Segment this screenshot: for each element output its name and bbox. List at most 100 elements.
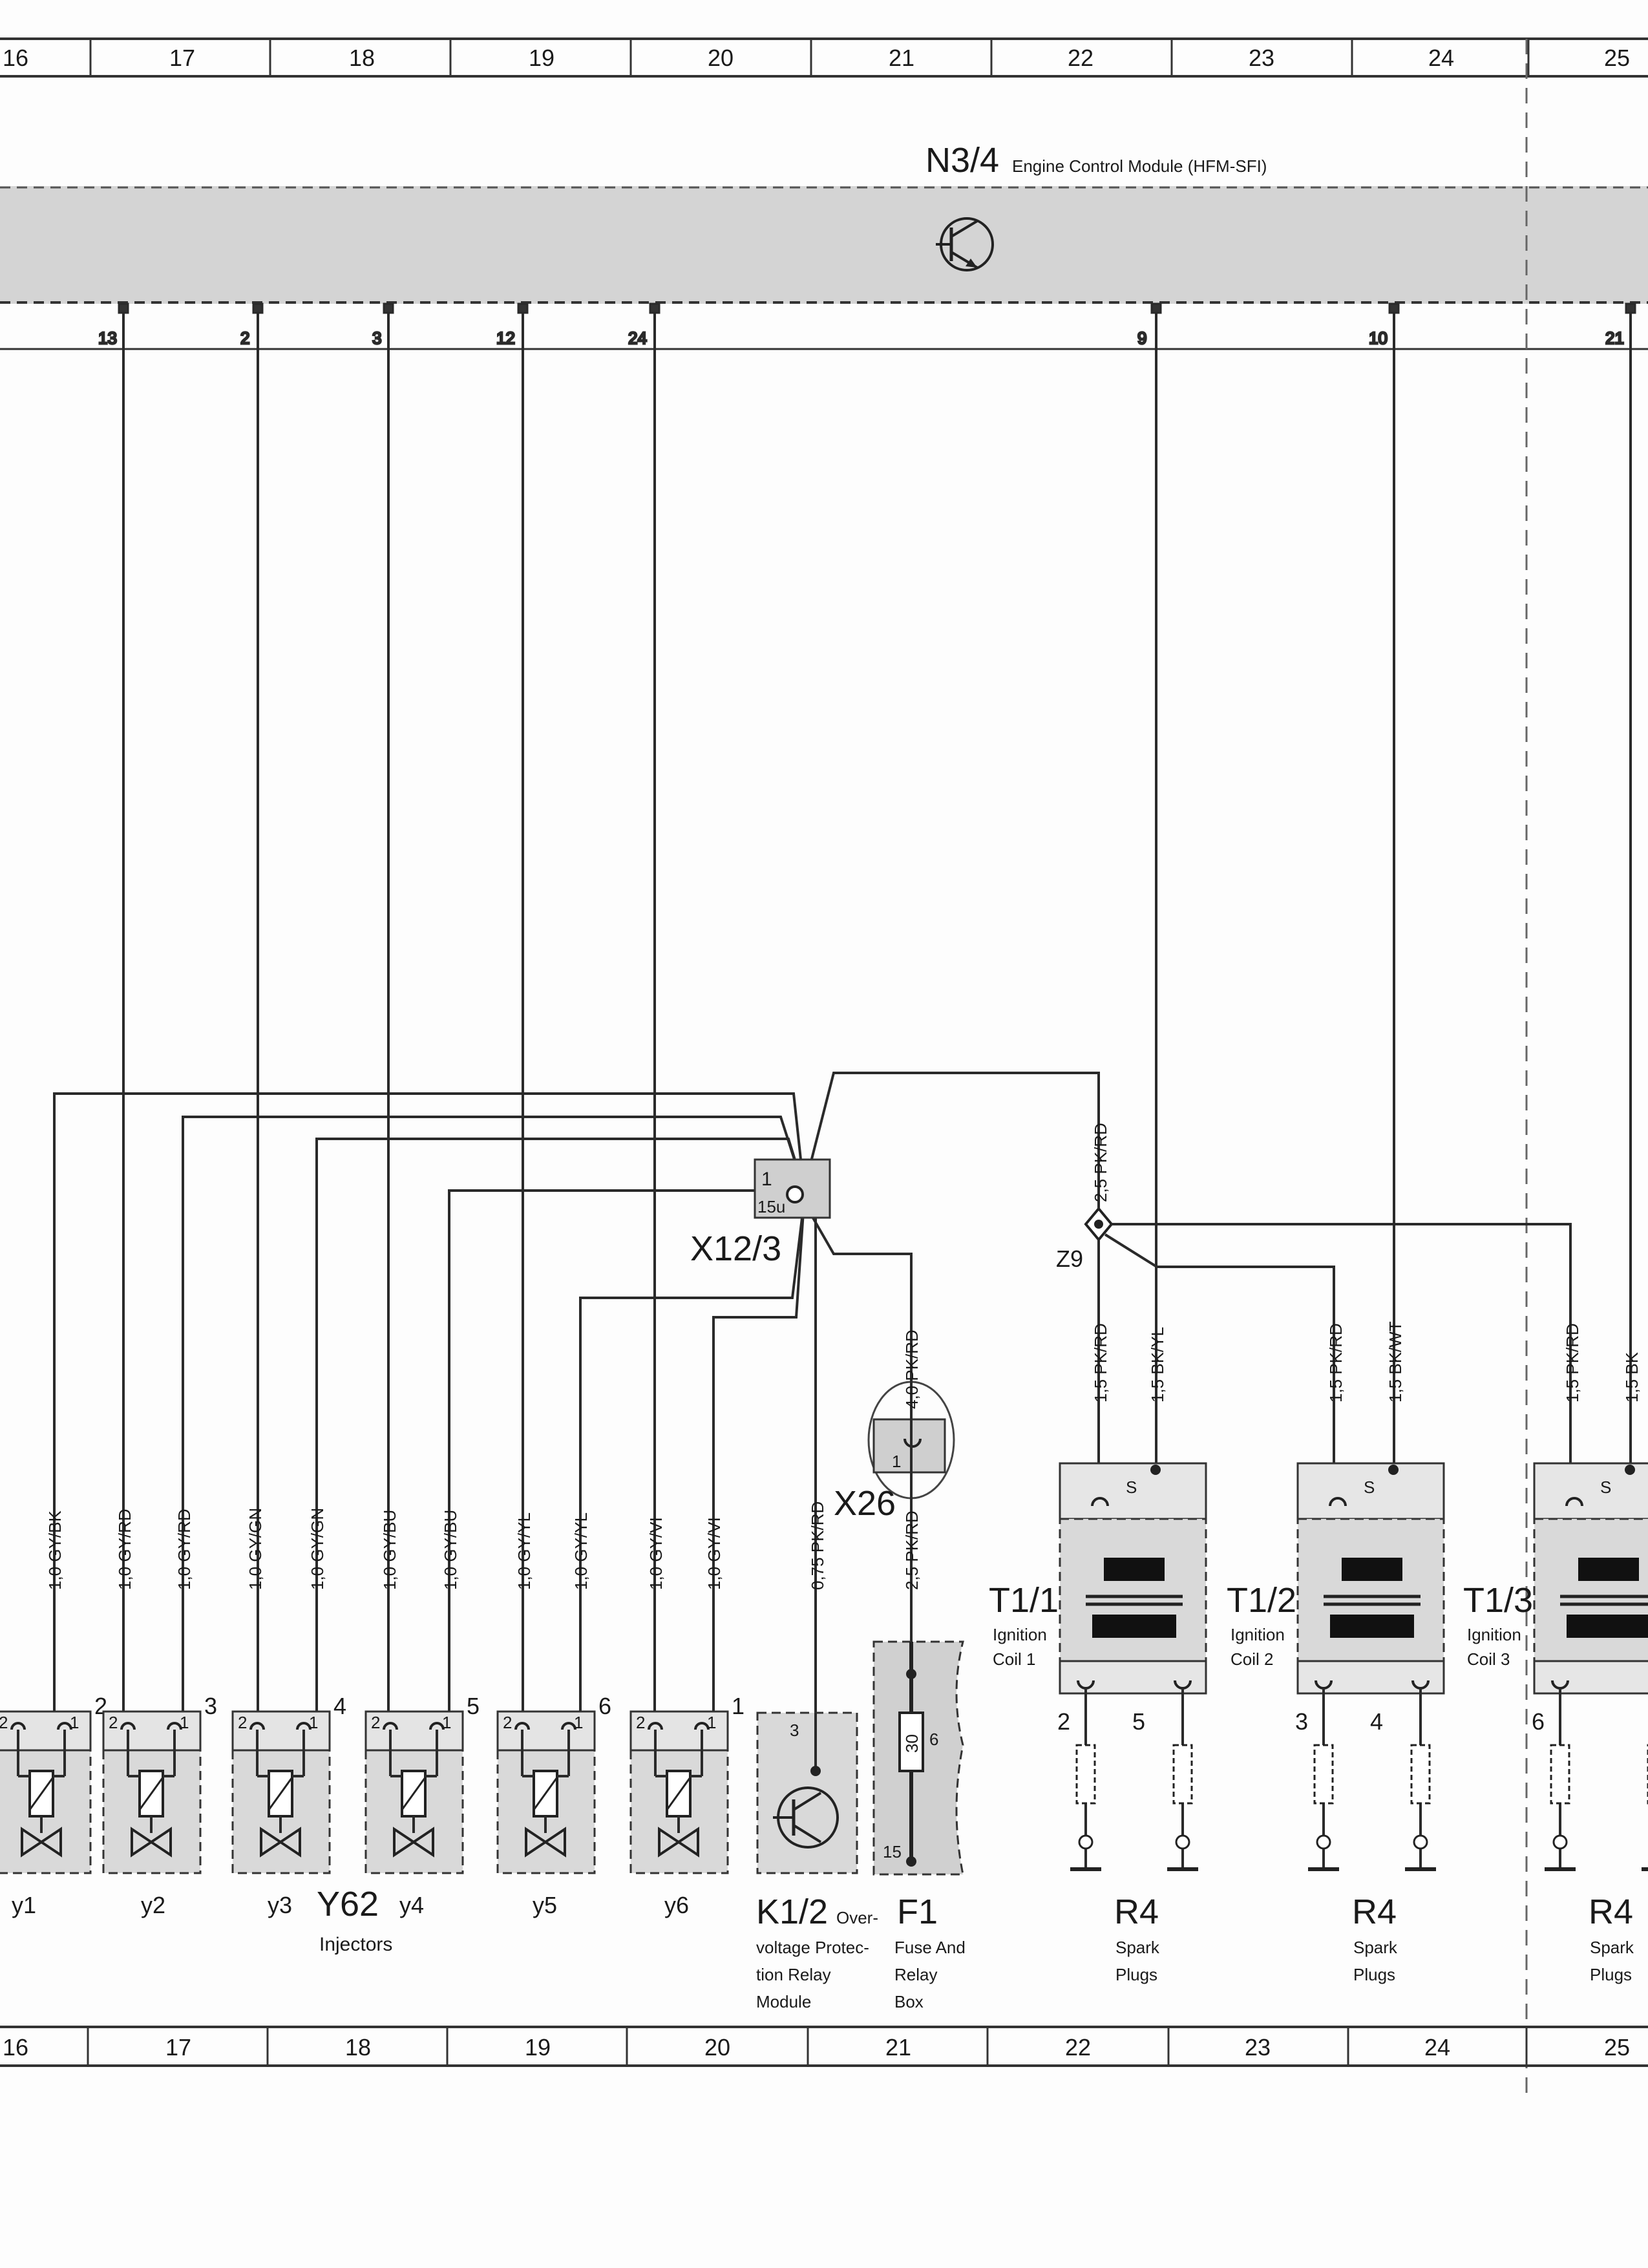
spark-plug-ref: R4 — [1589, 1892, 1633, 1931]
svg-text:Spark: Spark — [1353, 1938, 1398, 1957]
svg-text:1: 1 — [180, 1713, 189, 1732]
wire-label: 1,0 GY/GN — [246, 1508, 265, 1590]
ecm-ref: N3/4 — [925, 141, 999, 180]
svg-text:2: 2 — [109, 1713, 118, 1732]
injector-number: 1 — [732, 1693, 745, 1719]
svg-text:1: 1 — [574, 1713, 583, 1732]
injector-y2-label: y2 — [141, 1892, 165, 1918]
svg-text:S: S — [1600, 1478, 1611, 1497]
wire-label: 1,5 PK/RD — [1326, 1323, 1346, 1403]
injector-y3-label: y3 — [268, 1892, 292, 1918]
bottom-grid: 16 17 18 19 20 21 22 23 24 25 — [0, 2026, 1648, 2067]
svg-text:Ignition: Ignition — [993, 1625, 1047, 1644]
spark-plug-icon — [1410, 1744, 1431, 1805]
svg-text:4: 4 — [1370, 1708, 1383, 1735]
spark-plug-icon — [1313, 1744, 1334, 1805]
grid-top-25: 25 — [1604, 45, 1630, 71]
svg-text:15u: 15u — [757, 1197, 785, 1216]
svg-text:9: 9 — [1137, 328, 1146, 348]
svg-text:1: 1 — [442, 1713, 451, 1732]
x12-3-connector: 1 15u X12/3 — [690, 1158, 831, 1268]
f1-fuse-box: 30 6 15 F1 Fuse And Relay Box — [872, 1640, 966, 2011]
coil-winding-icon — [1578, 1558, 1639, 1581]
coil-winding-icon — [1342, 1558, 1402, 1581]
svg-text:21: 21 — [1605, 328, 1624, 348]
svg-text:Plugs: Plugs — [1115, 1965, 1157, 1984]
ecm-pin: 3 — [372, 302, 394, 349]
svg-text:2: 2 — [371, 1713, 380, 1732]
coil-ref: T1/3 — [1463, 1581, 1533, 1620]
coil-ref: T1/2 — [1227, 1581, 1296, 1620]
valve-icon — [393, 1827, 434, 1858]
injector-y4-label: y4 — [399, 1892, 424, 1918]
svg-text:2: 2 — [636, 1713, 645, 1732]
svg-text:3: 3 — [372, 328, 381, 348]
svg-text:12: 12 — [496, 328, 515, 348]
ecm-pin: 9 — [1137, 302, 1162, 349]
svg-text:S: S — [1126, 1478, 1137, 1497]
grid-top-19: 19 — [529, 45, 555, 71]
x12-3-label: X12/3 — [690, 1229, 781, 1268]
grid-top-17: 17 — [169, 45, 195, 71]
relay-transistor-icon — [773, 1786, 839, 1849]
wire-label: 1,5 PK/RD — [1563, 1323, 1582, 1403]
coil-winding-icon — [1567, 1615, 1648, 1638]
svg-text:S: S — [1364, 1478, 1375, 1497]
top-grid: 16 17 18 19 20 21 22 23 24 25 — [0, 37, 1648, 78]
wire-label: 1,0 GY/BU — [441, 1510, 460, 1590]
svg-text:Ignition: Ignition — [1231, 1625, 1285, 1644]
svg-text:2: 2 — [1057, 1708, 1070, 1735]
x26-connector: 1 X26 — [834, 1293, 955, 1642]
injector-number: 6 — [598, 1693, 611, 1719]
coil-winding-icon — [1092, 1615, 1176, 1638]
grid-top-16: 16 — [3, 45, 28, 71]
grid-bottom-16: 16 — [3, 2034, 28, 2061]
grid-bottom-24: 24 — [1424, 2034, 1450, 2061]
svg-text:Ignition: Ignition — [1467, 1625, 1521, 1644]
svg-text:1: 1 — [761, 1169, 772, 1190]
wire-labels: 1,0 GY/BK 1,0 GY/RD 1,0 GY/RD 1,0 GY/GN … — [45, 1123, 1642, 1590]
injector-group-ref: Y62 — [317, 1885, 379, 1924]
grid-bottom-25: 25 — [1604, 2034, 1630, 2061]
svg-text:Coil 2: Coil 2 — [1231, 1649, 1273, 1669]
wire-label: 1,0 GY/VI — [646, 1517, 666, 1590]
grid-top-20: 20 — [708, 45, 734, 71]
injector-y5: 2 16 — [496, 1693, 611, 1874]
grid-top-18: 18 — [349, 45, 375, 71]
grid-bottom-17: 17 — [165, 2034, 191, 2061]
injector-labels: y1 y2 y3 Y62 y4 Injectors y5 y6 — [12, 1885, 689, 1955]
ecm-wires — [122, 313, 1632, 1713]
wire-label: 1,0 GY/BU — [380, 1510, 399, 1590]
injector-y5-label: y5 — [533, 1892, 557, 1918]
grid-bottom-19: 19 — [525, 2034, 551, 2061]
coil-winding-icon — [1330, 1615, 1414, 1638]
svg-text:2: 2 — [240, 328, 249, 348]
relay-name-2: voltage Protec- — [756, 1938, 869, 1957]
wire-label: 1,5 BK/WT — [1386, 1321, 1405, 1403]
spark-plug-icon — [1075, 1744, 1096, 1805]
fuse-ref: F1 — [897, 1892, 938, 1931]
supply-fan — [53, 1072, 1100, 1713]
svg-text:6: 6 — [929, 1730, 938, 1749]
wire-label: 1,0 GY/RD — [115, 1509, 134, 1590]
wire-label: 1,0 GY/GN — [308, 1508, 327, 1590]
grid-top-24: 24 — [1428, 45, 1454, 71]
valve-icon — [525, 1827, 566, 1858]
valve-icon — [260, 1827, 301, 1858]
spark-plug-ref: R4 — [1114, 1892, 1159, 1931]
valve-icon — [658, 1827, 699, 1858]
wire-label: 4,0 PK/RD — [902, 1330, 922, 1409]
svg-text:3: 3 — [790, 1721, 799, 1740]
svg-text:5: 5 — [1132, 1708, 1145, 1735]
svg-text:2: 2 — [503, 1713, 512, 1732]
svg-text:Plugs: Plugs — [1590, 1965, 1632, 1984]
injector-y1-label: y1 — [12, 1892, 36, 1918]
valve-icon — [21, 1827, 62, 1858]
coil-ref: T1/1 — [989, 1581, 1059, 1620]
